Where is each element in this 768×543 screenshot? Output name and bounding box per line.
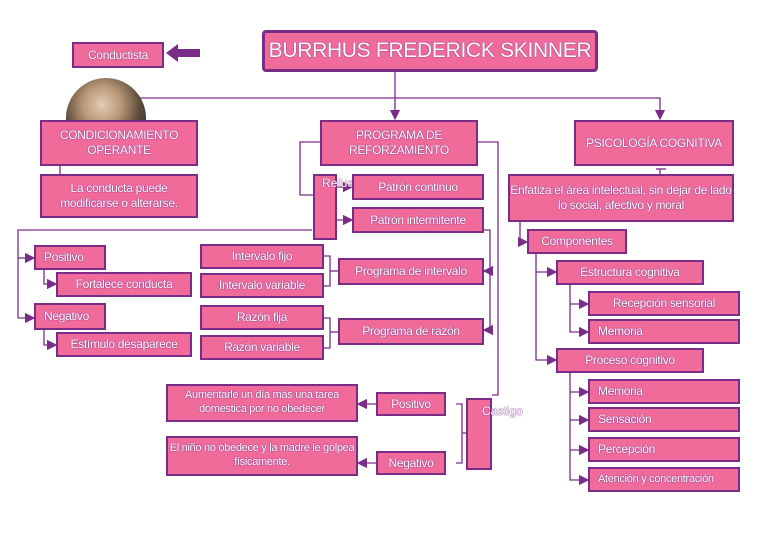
positivo-desc: Fortalece conducta	[56, 272, 192, 297]
percepcion-box: Percepción	[588, 437, 740, 462]
componentes-box: Componentes	[527, 229, 627, 254]
left-arrow-icon	[166, 44, 200, 62]
sensacion-box: Sensación	[588, 407, 740, 432]
patron-intermitente-box: Patrón intermitente	[352, 207, 484, 233]
intervalo-variable-box: Intervalo variable	[200, 273, 324, 298]
castigo-label: Castigo	[482, 404, 523, 418]
castigo-box	[466, 398, 492, 470]
positivo-box: Positivo	[34, 245, 106, 270]
programa-box: PROGRAMA DE REFORZAMIENTO	[320, 120, 478, 166]
proceso-box: Proceso cognitivo	[556, 348, 704, 373]
razon-fija-box: Razón fija	[200, 305, 324, 330]
programa-razon-box: Programa de razón	[338, 318, 484, 345]
recepcion-box: Recepción sensorial	[588, 291, 740, 316]
refuerzo-box	[313, 174, 337, 240]
condicionamiento-desc: La conducta puede modificarse o alterars…	[40, 174, 198, 218]
ejemplo-positivo-box: Aumentarle un día más una tarea domestic…	[166, 384, 358, 422]
estructura-box: Estructura cognitiva	[556, 260, 704, 285]
school-box: Conductista	[72, 42, 164, 68]
page-title: BURRHUS FREDERICK SKINNER	[262, 30, 598, 72]
ejemplo-negativo-box: El niño no obedece y la madre le golpea …	[166, 436, 358, 476]
atencion-box: Atención y concentración	[588, 467, 740, 492]
castigo-positivo-box: Positivo	[376, 392, 446, 416]
condicionamiento-box: CONDICIONAMIENTO OPERANTE	[40, 120, 198, 166]
negativo-desc: Estímulo desaparece	[56, 332, 192, 357]
intervalo-fijo-box: Intervalo fijo	[200, 244, 324, 269]
razon-variable-box: Razón variable	[200, 335, 324, 360]
castigo-negativo-box: Negativo	[376, 451, 446, 475]
psicologia-desc: Enfatiza el área intelectual, sin dejar …	[508, 174, 734, 222]
memoria-box-2: Memoria	[588, 379, 740, 404]
memoria-box-1: Memoria	[588, 319, 740, 344]
programa-intervalo-box: Programa de intervalo	[338, 258, 484, 285]
negativo-box: Negativo	[34, 303, 106, 330]
psicologia-box: PSICOLOGÍA COGNITIVA	[574, 120, 734, 166]
patron-continuo-box: Patrón continuo	[352, 174, 484, 200]
